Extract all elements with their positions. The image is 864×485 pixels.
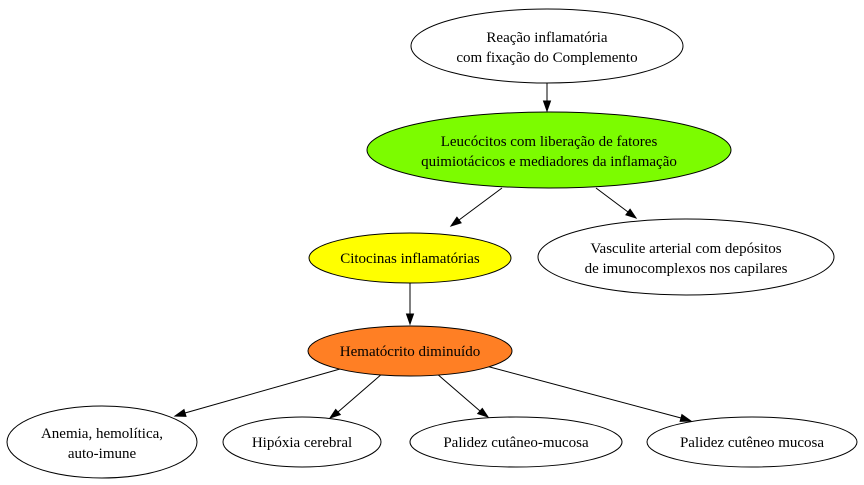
node-shape bbox=[6, 405, 198, 479]
node-shape bbox=[646, 416, 858, 468]
node-citocinas: Citocinas inflamatórias bbox=[308, 232, 512, 284]
node-hipoxia: Hipóxia cerebral bbox=[222, 416, 382, 468]
node-shape bbox=[410, 8, 684, 84]
edge-hematocrito-to-anemia bbox=[173, 368, 341, 417]
node-shape bbox=[409, 416, 623, 468]
arrowhead-icon bbox=[476, 407, 490, 418]
node-vasculite: Vasculite arterial com depósitos de imun… bbox=[537, 218, 835, 296]
arrowhead-icon bbox=[173, 408, 187, 417]
edge-hematocrito-to-hipoxia bbox=[328, 372, 384, 419]
edges bbox=[173, 83, 693, 422]
node-palidez-cutaneo-mucosa: Palidez cutâneo-mucosa bbox=[409, 416, 623, 468]
node-palidez-cuteneo-mucosa: Palidez cutêneo mucosa bbox=[646, 416, 858, 468]
node-label-line-2: auto-imune bbox=[68, 446, 137, 462]
node-shape bbox=[222, 416, 382, 468]
node-label-line-1: Vasculite arterial com depósitos bbox=[590, 241, 781, 257]
node-anemia: Anemia, hemolítica, auto-imune bbox=[6, 405, 198, 479]
node-label-line-2: com fixação do Complemento bbox=[456, 50, 637, 66]
node-label-line-1: Reação inflamatória bbox=[486, 30, 608, 46]
edge-citocinas-to-hematocrito bbox=[405, 283, 415, 326]
node-hematocrito: Hematócrito diminuído bbox=[307, 325, 513, 377]
edge-hematocrito-to-palidez1 bbox=[435, 372, 490, 418]
node-shape bbox=[366, 111, 732, 189]
node-label-line-1: Hematócrito diminuído bbox=[340, 344, 480, 360]
arrowhead-icon bbox=[328, 408, 342, 419]
node-shape bbox=[308, 232, 512, 284]
node-shape bbox=[537, 218, 835, 296]
arrowhead-icon bbox=[405, 313, 415, 326]
node-reacao-inflamatoria: Reação inflamatória com fixação do Compl… bbox=[410, 8, 684, 84]
node-label-line-1: Leucócitos com liberação de fatores bbox=[441, 134, 658, 150]
node-label-line-2: de imunocomplexos nos capilares bbox=[585, 261, 788, 277]
arrowhead-icon bbox=[679, 413, 693, 422]
arrowhead-icon bbox=[542, 100, 552, 113]
node-shape bbox=[307, 325, 513, 377]
node-leucocitos: Leucócitos com liberação de fatores quim… bbox=[366, 111, 732, 189]
arrowhead-icon bbox=[449, 216, 462, 227]
arrowhead-icon bbox=[625, 208, 638, 219]
edge-reacao-to-leucocitos bbox=[542, 83, 552, 113]
edge-hematocrito-to-palidez2 bbox=[485, 365, 693, 422]
node-label-line-2: quimiotácicos e mediadores da inflamação bbox=[421, 154, 677, 170]
node-label-line-1: Citocinas inflamatórias bbox=[340, 251, 480, 267]
node-label-line-1: Hipóxia cerebral bbox=[252, 435, 352, 451]
node-label-line-1: Palidez cutâneo-mucosa bbox=[443, 435, 589, 451]
node-label-line-1: Palidez cutêneo mucosa bbox=[680, 435, 824, 451]
node-label-line-1: Anemia, hemolítica, bbox=[41, 426, 163, 442]
edge-leucocitos-to-vasculite bbox=[595, 187, 638, 219]
edge-leucocitos-to-citocinas bbox=[449, 187, 503, 227]
